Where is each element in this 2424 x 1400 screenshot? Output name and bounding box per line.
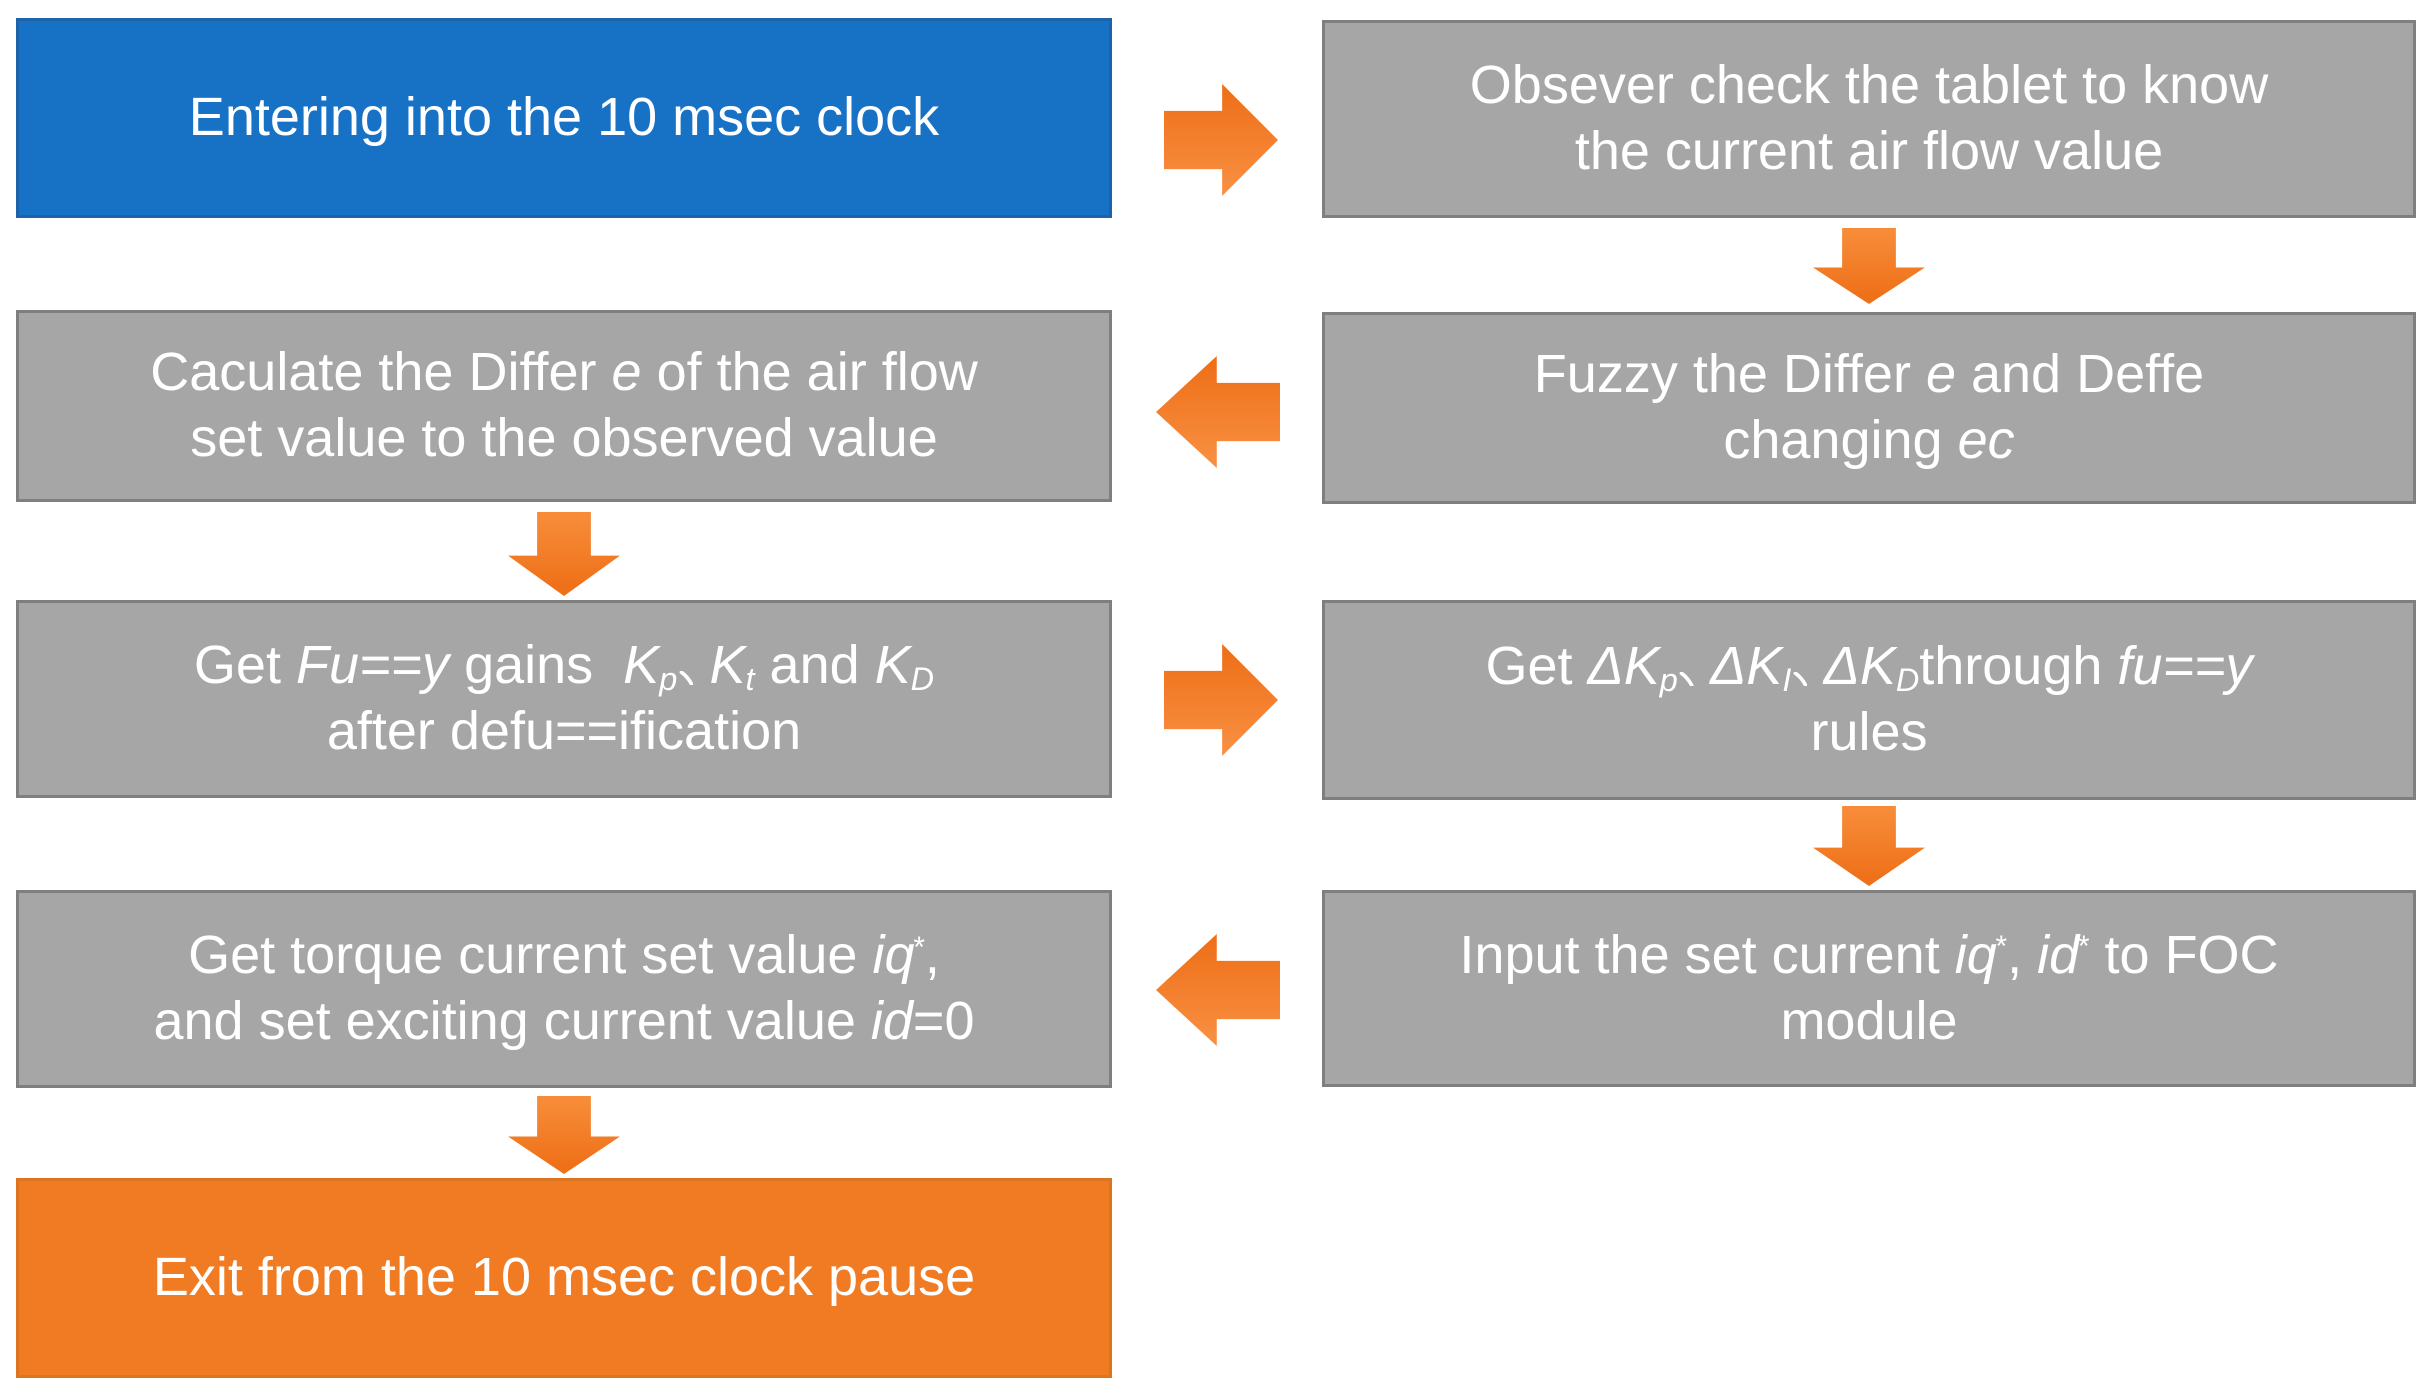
ideographic-comma	[1678, 634, 1695, 700]
block-arrow-down-observer-to-fuzzy	[1813, 228, 1925, 304]
block-arrow-left-input-to-torque	[1156, 934, 1280, 1046]
block-arrow-down-delta-to-input	[1813, 806, 1925, 886]
ideographic-comma	[1791, 634, 1808, 700]
ideographic-comma	[677, 633, 694, 699]
block-arrow-right-start-to-observer	[1164, 84, 1278, 196]
flow-node-start-label: Entering into the 10 msec clock	[188, 87, 940, 148]
flow-node-exit-label: Exit from the 10 msec clock pause	[152, 1247, 976, 1308]
block-arrow-right-gains-to-delta	[1164, 644, 1278, 756]
flow-node-start: Entering into the 10 msec clock	[16, 18, 1112, 218]
block-arrow-left-fuzzy-to-calculate	[1156, 356, 1280, 468]
block-arrow-down-torque-to-exit	[508, 1096, 620, 1174]
block-arrow-down-calculate-to-gains	[508, 512, 620, 596]
flow-node-get-torque-current: Get torque current set value iq*,and set…	[16, 890, 1112, 1088]
flow-node-exit: Exit from the 10 msec clock pause	[16, 1178, 1112, 1378]
flow-node-get-torque-current-label: Get torque current set value iq*,and set…	[153, 925, 975, 1051]
